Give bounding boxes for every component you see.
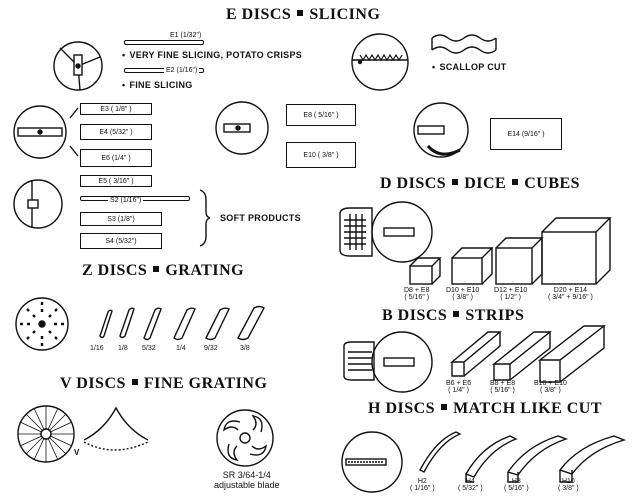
e14-box: E14 (9/16" ) [490, 118, 562, 150]
scallop-note: SCALLOP CUT [432, 62, 507, 72]
d10-cube-icon [451, 247, 494, 285]
e1-blade [124, 40, 204, 45]
b6-label: B6 + E6( 1/4" ) [446, 380, 472, 394]
e2-label: E2 (1/16") [164, 67, 200, 74]
v-grate-base [83, 441, 149, 451]
e1-disc-icon [53, 41, 103, 91]
e8-box: E8 ( 5/16" ) [286, 104, 356, 126]
h10-label: H10( 3/8" ) [558, 478, 579, 492]
e3-connector [69, 107, 79, 157]
soft-disc-icon [13, 179, 63, 229]
z-disc-icon [15, 297, 69, 351]
z-label-6: 3/8 [240, 345, 250, 352]
e5-box: E5 ( 3/16" ) [80, 175, 152, 187]
b-strip-icons [450, 325, 607, 383]
soft-brace [199, 189, 211, 247]
z-label-2: 1/8 [118, 345, 128, 352]
e3-box: E3 ( 1/8" ) [80, 103, 152, 115]
z-tube-icons [99, 305, 265, 341]
s4-box: S4 (5/32") [80, 233, 162, 249]
scallop-blade-icon [431, 34, 497, 54]
d20-label: D20 + E14( 3/4" + 9/16" ) [548, 287, 593, 301]
soft-products-note: SOFT PRODUCTS [220, 213, 301, 223]
s3-box: S3 (1/8") [80, 212, 162, 226]
d8-cube-icon [409, 257, 442, 285]
d-disc-icon [339, 201, 433, 263]
s2-label: S2 (1/16") [108, 197, 144, 204]
h-disc-icon [341, 431, 403, 493]
z-label-4: 1/4 [176, 345, 186, 352]
h8-label: H8( 5/16" ) [504, 478, 529, 492]
d8-label: D8 + E8( 5/16" ) [404, 287, 430, 301]
b8-label: B8 + E8( 5/16" ) [490, 380, 516, 394]
sr-disc-icon [216, 409, 274, 467]
e2-note: FINE SLICING [122, 80, 193, 90]
e6-box: E6 (1/4" ) [80, 149, 152, 167]
h4-label: H4( 5/32" ) [458, 478, 483, 492]
d12-cube-icon [495, 237, 544, 285]
e4-box: E4 (5/32" ) [80, 124, 152, 140]
b-disc-icon [343, 331, 433, 393]
d10-label: D10 + E10( 3/8" ) [446, 287, 480, 301]
h-strip-icons [419, 431, 627, 483]
v-grate-pile-icon [83, 406, 149, 441]
e10-box: E10 ( 3/8" ) [286, 142, 356, 168]
h2-label: H2( 1/16" ) [410, 478, 435, 492]
z-label-5: 9/32 [204, 345, 218, 352]
scallop-disc-icon [351, 33, 409, 91]
z-label-3: 5/32 [142, 345, 156, 352]
e8-disc-icon [215, 101, 269, 155]
d12-label: D12 + E10( 1/2" ) [494, 287, 528, 301]
d20-cube-icon [541, 217, 612, 285]
e1-label: E1 (1/32") [170, 32, 202, 39]
e1-note: VERY FINE SLICING, POTATO CRISPS [122, 50, 302, 60]
z-label-1: 1/16 [90, 345, 104, 352]
e14-disc-icon [413, 102, 469, 158]
v-label: V [74, 448, 80, 457]
e3-disc-icon [13, 105, 67, 159]
v-disc-icon [17, 405, 75, 463]
b10-label: B10 + E10( 3/8" ) [534, 380, 567, 394]
